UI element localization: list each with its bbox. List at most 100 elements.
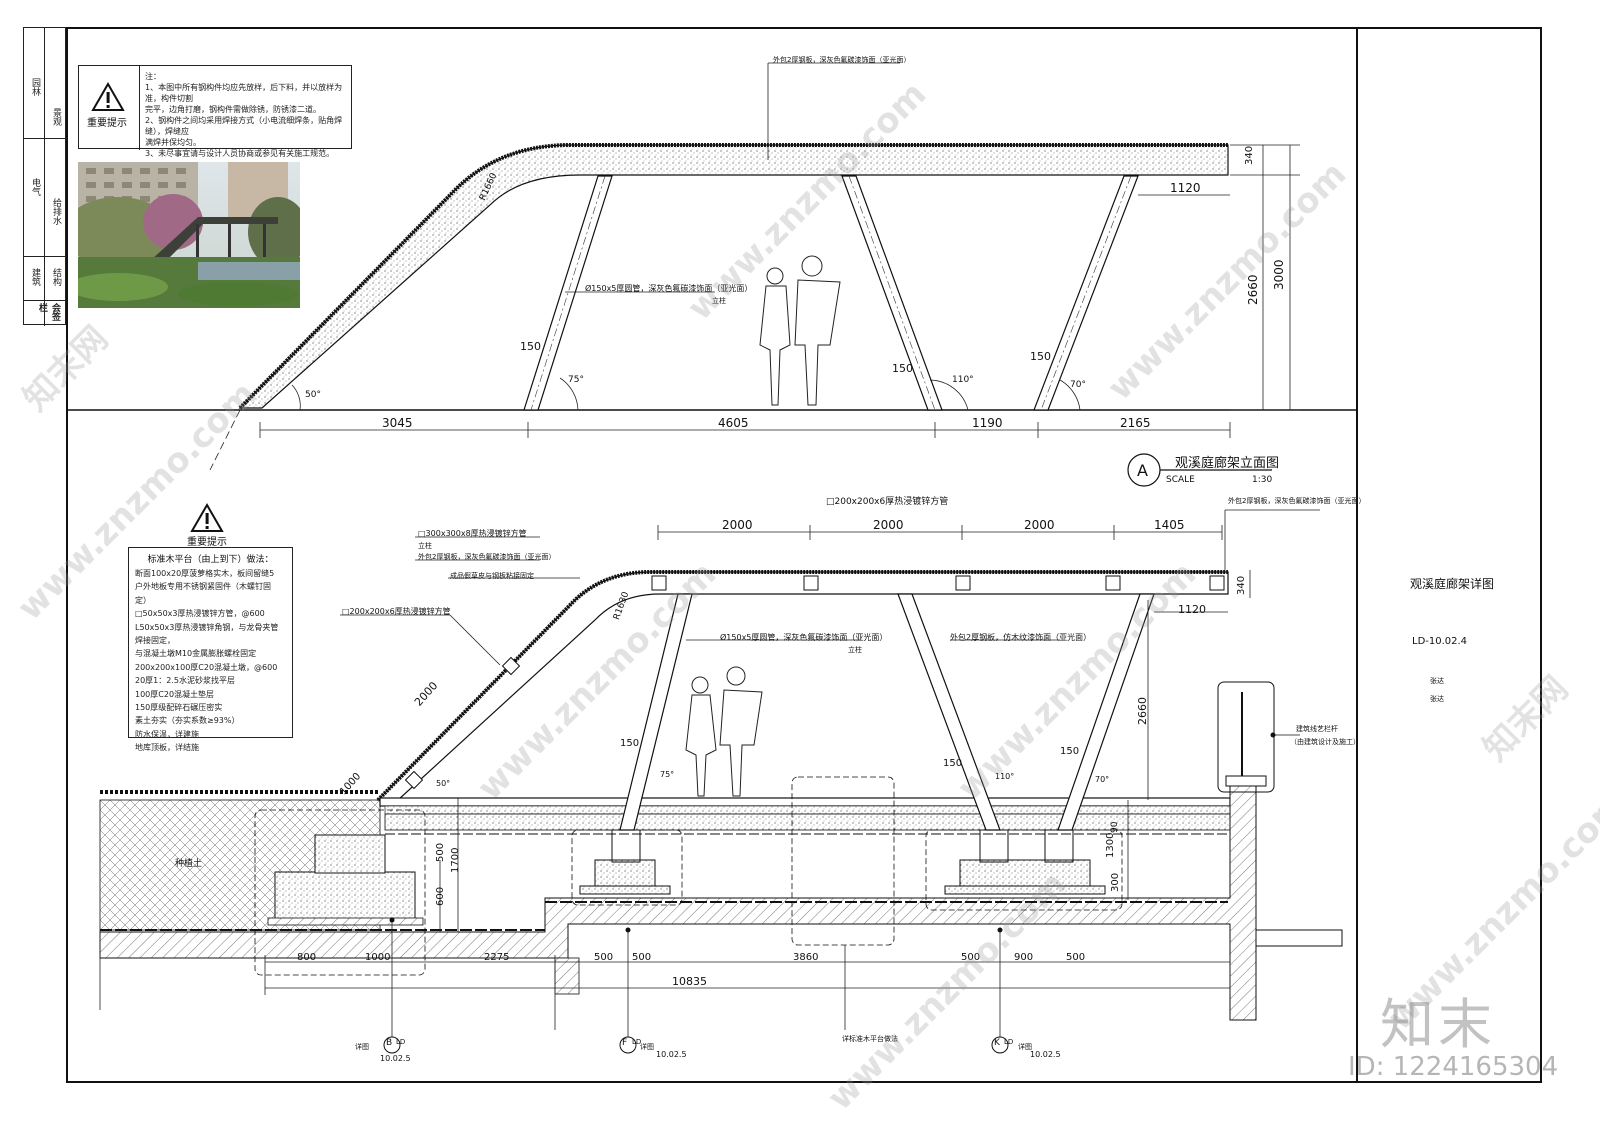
warning-label: 重要提示: [87, 118, 127, 129]
section-dim-total: 10835: [672, 975, 707, 988]
section-warning-label: 重要提示: [187, 537, 227, 548]
signoff-architecture: 建筑: [30, 268, 40, 286]
deck-spec-box: 标准木平台（由上到下）做法： 断面100x20厚菠萝格实木，板间留缝5 户外地板…: [128, 547, 293, 752]
callout-k-ld: LD: [1004, 1038, 1014, 1046]
elevation-scale-label: SCALE: [1166, 475, 1195, 485]
label-300-sub: 立柱: [418, 542, 432, 550]
elevation-angle-70: 70°: [1070, 380, 1086, 390]
callout-k-letter: K: [994, 1038, 1000, 1048]
section-dim-top-1: 2000: [873, 518, 904, 532]
deck-note: 详标准木平台做法: [842, 1035, 898, 1043]
signoff-electrical: 电气: [30, 178, 40, 196]
callout-k-ref: 10.02.5: [1030, 1050, 1061, 1059]
drawing-number: LD-10.02.4: [1412, 636, 1468, 647]
title-block-frame: [1356, 27, 1542, 1083]
label-wood: 外包2厚钢板，仿木纹漆饰面（亚光面）: [950, 633, 1092, 642]
elevation-title: 观溪庭廊架立面图: [1175, 456, 1280, 471]
section-dim-1300: 1300: [1105, 832, 1116, 858]
watermark-id: ID: 1224165304: [1348, 1052, 1559, 1082]
elevation-pipe-note: Ø150x5厚圆管，深灰色氟碳漆饰面（亚光面）: [585, 284, 753, 293]
elevation-dim-150-a: 150: [520, 340, 541, 353]
deck-spec-lines: 断面100x20厚菠萝格实木，板间留缝5 户外地板专用不锈钢紧固件（木螺钉固定）…: [135, 569, 279, 753]
deck-spec-title: 标准木平台（由上到下）做法：: [147, 555, 274, 565]
callout-b-ref: 10.02.5: [380, 1054, 411, 1063]
soil-label: 种植土: [175, 859, 203, 869]
signoff-strip: 园林 景观 电气 给排水 建筑 结构 会签栏: [23, 27, 67, 326]
section-angle-110: 110°: [995, 772, 1015, 781]
section-dim-300: 300: [1110, 872, 1121, 892]
callout-b-letter: B: [386, 1038, 393, 1048]
signoff-plumbing: 给排水: [51, 198, 61, 225]
callout-k-label: 详图: [1018, 1043, 1032, 1051]
section-dim-600: 600: [435, 886, 446, 906]
elevation-dim-150-c: 150: [1030, 350, 1051, 363]
callout-f-ld: LD: [632, 1038, 642, 1046]
section-dim-500: 500: [435, 842, 446, 862]
section-dim-90: 90: [1110, 821, 1120, 833]
section-dim-bottom-5: 3860: [793, 952, 819, 963]
railing-label: 建筑线艺栏杆: [1296, 725, 1338, 733]
label-200-top: □200x200x6厚热浸镀锌方管: [826, 497, 949, 507]
elevation-angle-110: 110°: [952, 375, 974, 385]
callout-b-label: 详图: [355, 1043, 369, 1051]
section-dim-bottom-6: 500: [961, 952, 981, 963]
drawing-name: 观溪庭廊架详图: [1410, 577, 1495, 591]
elevation-dim-340: 340: [1244, 145, 1255, 165]
label-clad-right: 外包2厚钢板，深灰色氟碳漆饰面（亚光面）: [1228, 497, 1366, 505]
label-fix: 成品假草皮与钢板粘接固定: [450, 572, 534, 580]
signoff-title: 会签栏: [37, 303, 60, 321]
signoff-landscape-2: 景观: [51, 108, 61, 126]
human-figures-icon: [759, 255, 841, 406]
label-pipe-sub: 立柱: [848, 646, 862, 654]
label-clad: 外包2厚钢板，深灰色氟碳漆饰面（亚光面）: [418, 553, 556, 561]
section-dim-150-a: 150: [620, 738, 640, 749]
elevation-title-letter: A: [1137, 461, 1148, 480]
section-dim-bottom-8: 500: [1066, 952, 1086, 963]
section-dim-bottom-1: 1000: [365, 952, 391, 963]
title-field-a: 张达: [1430, 677, 1444, 685]
elevation-angle-75: 75°: [568, 375, 584, 385]
elevation-scale-value: 1:30: [1252, 475, 1273, 485]
elevation-dim-2: 1190: [972, 416, 1003, 430]
railing-sub: （由建筑设计及施工）: [1290, 738, 1360, 746]
elevation-top-note: 外包2厚钢板，深灰色氟碳漆饰面（亚光面）: [773, 56, 911, 64]
elevation-dim-150-b: 150: [892, 362, 913, 375]
warning-icon: [91, 82, 125, 111]
section-dim-bottom-4: 500: [632, 952, 652, 963]
callout-f-label: 详图: [640, 1043, 654, 1051]
signoff-landscape: 园林: [30, 78, 40, 96]
section-angle-50: 50°: [436, 779, 451, 788]
section-dim-150-b: 150: [943, 758, 963, 769]
callout-b-ld: LD: [396, 1038, 406, 1046]
section-dim-150-c: 150: [1060, 746, 1080, 757]
section-dim-1120: 1120: [1178, 603, 1206, 616]
section-dim-bottom-0: 800: [297, 952, 317, 963]
notes-text: 注： 1、本图中所有钢构件均应先放样，后下料，并以放样为准，构件切割 完平，边角…: [145, 72, 343, 158]
callout-f-ref: 10.02.5: [656, 1050, 687, 1059]
section-dim-bottom-7: 900: [1014, 952, 1034, 963]
elevation-dim-3: 2165: [1120, 416, 1151, 430]
section-warning-icon: [190, 503, 224, 532]
elevation-dim-1120: 1120: [1170, 181, 1201, 195]
section-dim-bottom-2: 2275: [484, 952, 510, 963]
section-dim-1700: 1700: [450, 847, 461, 873]
title-field-b: 张达: [1430, 695, 1444, 703]
reference-photo: [78, 162, 300, 308]
label-200-left: □200x200x6厚热浸镀锌方管: [342, 607, 451, 616]
elevation-dim-1: 4605: [718, 416, 749, 430]
section-dim-top-3: 1405: [1154, 518, 1185, 532]
elevation-dim-2660: 2660: [1246, 274, 1260, 305]
section-dim-340: 340: [1236, 575, 1247, 595]
label-pipe: Ø150x5厚圆管，深灰色氟碳漆饰面（亚光面）: [720, 633, 888, 642]
callout-f-letter: F: [622, 1038, 628, 1048]
elevation-angle-50: 50°: [305, 390, 321, 400]
elevation-dim-3000: 3000: [1272, 259, 1286, 290]
notes-box: 重要提示 注： 1、本图中所有钢构件均应先放样，后下料，并以放样为准，构件切割 …: [78, 65, 352, 158]
section-angle-70: 70°: [1095, 775, 1110, 784]
label-300-tube: □300x300x8厚热浸镀锌方管: [418, 529, 527, 538]
signoff-structure: 结构: [51, 268, 61, 286]
section-angle-75: 75°: [660, 770, 675, 779]
elevation-pipe-note-sub: 立柱: [712, 297, 726, 305]
section-dim-top-0: 2000: [722, 518, 753, 532]
